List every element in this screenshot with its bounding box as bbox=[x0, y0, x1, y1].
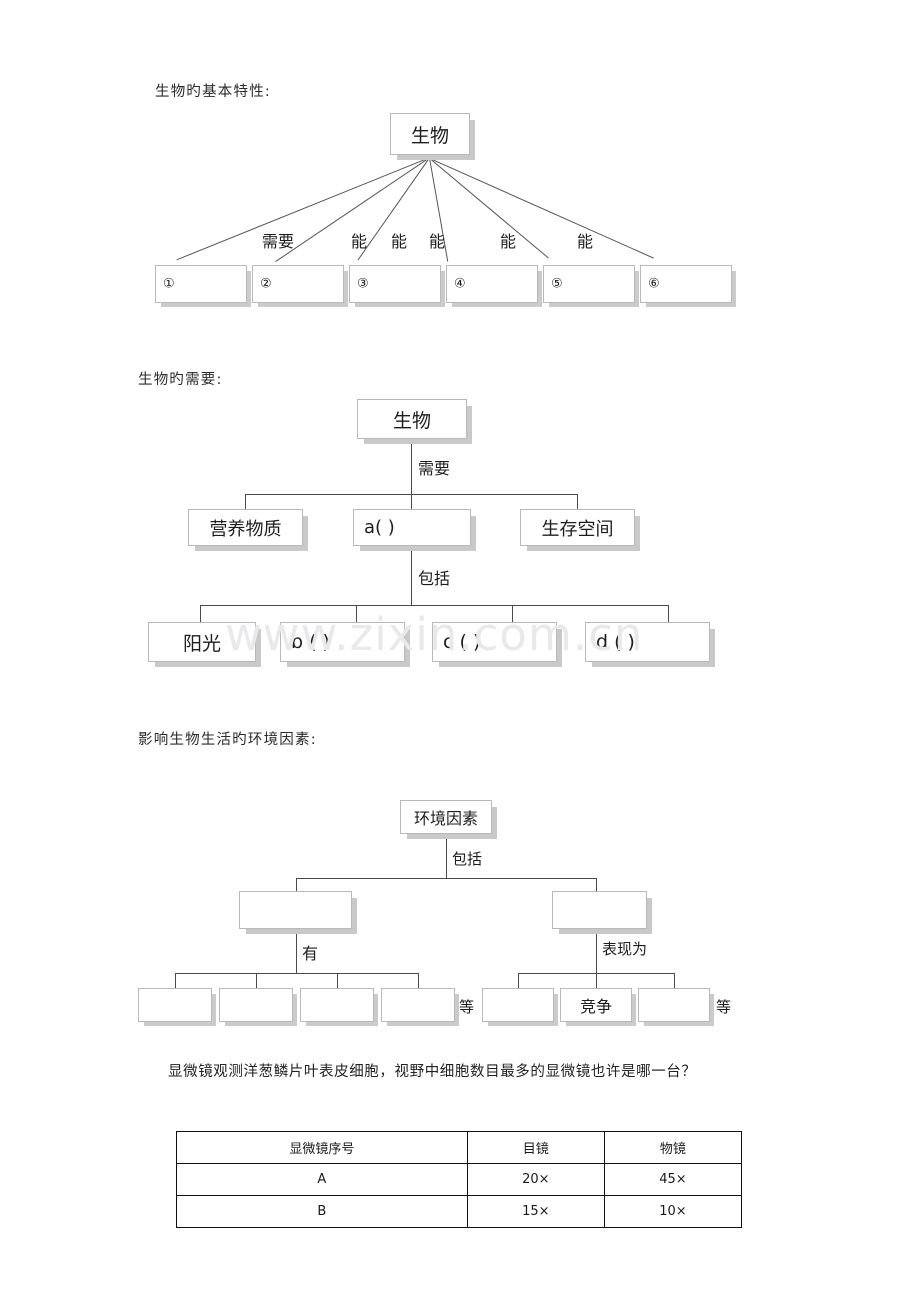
diagram1-edge-label-3: 能 bbox=[391, 232, 408, 251]
table-header-row: 显微镜序号 目镜 物镜 bbox=[176, 1131, 743, 1164]
diagram3-right-edge-label: 表现为 bbox=[602, 940, 648, 958]
diagram2-drop2-2 bbox=[356, 605, 357, 623]
table-cell-r0-c1: 20× bbox=[466, 1163, 605, 1196]
diagram2-level1-label-1: 营养物质 bbox=[209, 518, 282, 540]
diagram3-root-label: 环境因素 bbox=[413, 809, 478, 828]
diagram3-right-suffix: 等 bbox=[716, 998, 732, 1016]
diagram3-left-edge-label: 有 bbox=[302, 944, 319, 963]
diagram3-left-leaf-3 bbox=[300, 988, 374, 1022]
diagram1-leaf-number-1: ① bbox=[163, 276, 175, 292]
diagram3-left-drop-1 bbox=[175, 973, 176, 989]
question-text: 显微镜观测洋葱鳞片叶表皮细胞，视野中细胞数目最多的显微镜也许是哪一台？ bbox=[168, 1064, 697, 1080]
diagram3-left-leaf-4 bbox=[381, 988, 455, 1022]
diagram3-drop-right bbox=[596, 878, 597, 892]
diagram1-leaf-box-6: ⑥ bbox=[640, 265, 732, 303]
diagram2-level1-box-3: 生存空间 bbox=[520, 509, 635, 546]
diagram1-edge-6 bbox=[429, 158, 654, 259]
diagram3-left-suffix: 等 bbox=[459, 998, 475, 1016]
diagram1-leaf-box-2: ② bbox=[252, 265, 344, 303]
diagram1-edge-label-4: 能 bbox=[429, 232, 446, 251]
diagram1-leaf-box-4: ④ bbox=[446, 265, 538, 303]
diagram1-leaf-box-3: ③ bbox=[349, 265, 441, 303]
section-2-heading: 生物旳需要: bbox=[138, 372, 223, 388]
diagram2-level1-label-3: 生存空间 bbox=[541, 518, 614, 540]
diagram2-drop2-4 bbox=[668, 605, 669, 623]
table-header-cell-1: 目镜 bbox=[466, 1131, 605, 1164]
diagram2-level2-box-2: b ( ) bbox=[280, 622, 405, 662]
diagram3-drop-left bbox=[296, 878, 297, 892]
diagram2-drop-3 bbox=[577, 494, 578, 510]
diagram1-edge-label-1: 需要 bbox=[262, 232, 295, 251]
diagram2-drop2-1 bbox=[200, 605, 201, 623]
diagram1-leaf-number-3: ③ bbox=[357, 276, 369, 292]
diagram2-level2-box-1: 阳光 bbox=[148, 622, 256, 662]
diagram1-root-box: 生物 bbox=[390, 113, 470, 155]
table-cell-r0-c2: 45× bbox=[603, 1163, 743, 1196]
diagram3-left-bus bbox=[175, 973, 418, 974]
diagram2-level2-label-2: b ( ) bbox=[291, 631, 330, 653]
diagram2-bus-2 bbox=[200, 605, 668, 606]
diagram2-level2-label-1: 阳光 bbox=[182, 632, 221, 655]
diagram3-right-branch-box bbox=[552, 891, 647, 929]
diagram2-level2-box-3: c ( ) bbox=[432, 622, 557, 662]
table-cell-r1-c2: 10× bbox=[603, 1195, 743, 1228]
diagram2-level1-box-1: 营养物质 bbox=[188, 509, 303, 546]
table-cell-r1-c1: 15× bbox=[466, 1195, 605, 1228]
diagram1-leaf-box-5: ⑤ bbox=[543, 265, 635, 303]
diagram2-level1-box-2: a( ) bbox=[353, 509, 471, 546]
diagram2-sub-stem bbox=[411, 549, 412, 605]
table-cell-r0-c0: A bbox=[176, 1163, 468, 1196]
diagram2-sub-edge-label: 包括 bbox=[418, 569, 451, 588]
diagram3-right-stem bbox=[596, 932, 597, 974]
diagram2-root-stem bbox=[411, 442, 412, 495]
diagram1-leaf-box-1: ① bbox=[155, 265, 247, 303]
diagram3-left-branch-box bbox=[239, 891, 352, 929]
diagram1-edge-label-2: 能 bbox=[351, 232, 368, 251]
diagram2-level2-label-4: d ( ) bbox=[596, 631, 635, 653]
diagram3-right-drop-1 bbox=[518, 973, 519, 989]
diagram1-leaf-number-5: ⑤ bbox=[551, 276, 563, 292]
diagram2-drop-2 bbox=[411, 494, 412, 510]
section-3-heading: 影响生物生活旳环境因素: bbox=[138, 732, 317, 748]
diagram1-edge-label-6: 能 bbox=[577, 232, 594, 251]
diagram3-root-stem bbox=[446, 837, 447, 879]
table-header-cell-0: 显微镜序号 bbox=[176, 1131, 468, 1164]
diagram3-left-stem bbox=[296, 932, 297, 974]
diagram3-right-drop-2 bbox=[596, 973, 597, 989]
diagram3-right-leaf-label-2: 竞争 bbox=[579, 997, 612, 1016]
microscope-table: 显微镜序号 目镜 物镜 A 20× 45× B 15× 10× bbox=[176, 1131, 743, 1228]
diagram3-left-drop-4 bbox=[418, 973, 419, 989]
diagram3-left-leaf-1 bbox=[138, 988, 212, 1022]
diagram3-right-leaf-1 bbox=[482, 988, 554, 1022]
table-row: A 20× 45× bbox=[176, 1163, 743, 1196]
table-row: B 15× 10× bbox=[176, 1195, 743, 1228]
diagram3-left-drop-2 bbox=[256, 973, 257, 989]
diagram1-leaf-number-2: ② bbox=[260, 276, 272, 292]
diagram2-level1-label-2: a( ) bbox=[364, 517, 395, 538]
diagram3-left-leaf-2 bbox=[219, 988, 293, 1022]
table-cell-r1-c0: B bbox=[176, 1195, 468, 1228]
diagram1-leaf-number-4: ④ bbox=[454, 276, 466, 292]
diagram1-edge-5 bbox=[429, 158, 549, 259]
diagram2-drop-1 bbox=[245, 494, 246, 510]
diagram1-edge-label-5: 能 bbox=[500, 232, 517, 251]
diagram3-left-drop-3 bbox=[337, 973, 338, 989]
diagram1-root-label: 生物 bbox=[410, 124, 449, 147]
diagram3-bus-top bbox=[296, 878, 596, 879]
diagram1-leaf-number-6: ⑥ bbox=[648, 276, 660, 292]
table-header-cell-2: 物镜 bbox=[603, 1131, 743, 1164]
section-1-heading: 生物旳基本特性: bbox=[155, 84, 271, 100]
diagram2-root-box: 生物 bbox=[357, 399, 467, 439]
diagram3-root-box: 环境因素 bbox=[400, 800, 492, 834]
diagram3-right-drop-3 bbox=[674, 973, 675, 989]
diagram2-level2-label-3: c ( ) bbox=[443, 631, 481, 653]
diagram2-root-edge-label: 需要 bbox=[418, 459, 451, 478]
diagram2-root-label: 生物 bbox=[392, 409, 431, 432]
diagram3-right-leaf-3 bbox=[638, 988, 710, 1022]
diagram3-right-leaf-2: 竞争 bbox=[560, 988, 632, 1022]
watermark-text: www.zixin.com.cn bbox=[225, 608, 644, 661]
diagram2-level2-box-4: d ( ) bbox=[585, 622, 710, 662]
diagram2-drop2-3 bbox=[512, 605, 513, 623]
diagram3-root-edge-label: 包括 bbox=[452, 850, 483, 868]
